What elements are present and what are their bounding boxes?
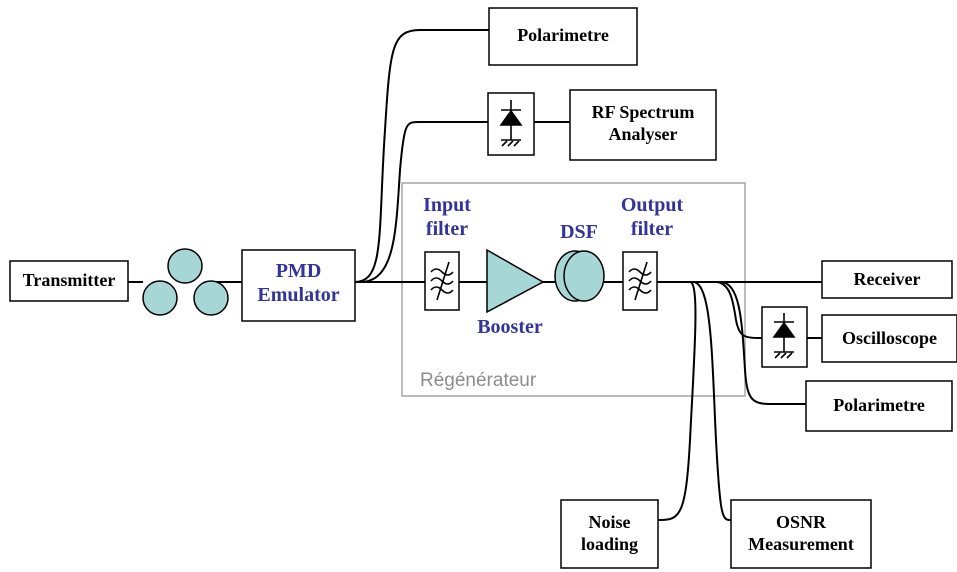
tap-to-rf: [359, 121, 488, 283]
dsf-coil-icon: [554, 250, 605, 302]
pmd-emulator-label: PMD Emulator: [257, 260, 340, 306]
instrument-boxes: [9, 7, 957, 569]
photodiode-icon: [487, 92, 535, 156]
receiver-box: [821, 260, 953, 299]
tap-to-oscilloscope: [714, 281, 762, 339]
fiber-lines: [128, 29, 822, 521]
noise-loading-label: Noise loading: [580, 512, 639, 554]
tap-to-noise: [658, 281, 697, 521]
fiber-spool-icon: [142, 248, 229, 316]
output-filter-icon: [622, 251, 658, 311]
receiver-label: Receiver: [853, 269, 921, 289]
oscilloscope-label: Oscilloscope: [842, 328, 937, 348]
osnr-box: [730, 499, 872, 569]
oscilloscope-box: [821, 314, 957, 363]
tap-to-polarimetre-top: [354, 29, 489, 283]
tap-to-osnr: [692, 281, 731, 521]
pmd-emulator-box: [241, 249, 356, 322]
output-filter-label: Output filter: [620, 194, 684, 240]
transmitter-label: Transmitter: [22, 270, 116, 290]
input-filter-icon: [424, 251, 460, 311]
noise-loading-box: [560, 499, 659, 569]
regenerator-label: Régénérateur: [420, 370, 537, 391]
polarimetre-top-box: [488, 7, 638, 66]
dsf-label: DSF: [560, 221, 598, 243]
rf-spectrum-box: [569, 89, 717, 161]
input-filter-label: Input filter: [423, 194, 471, 240]
polarimetre-right-label: Polarimetre: [833, 395, 925, 415]
tap-to-polarimetre-right: [719, 281, 806, 405]
booster-label: Booster: [477, 316, 543, 338]
osnr-label: OSNR Measurement: [748, 512, 854, 554]
polarimetre-top-label: Polarimetre: [517, 25, 609, 45]
rf-spectrum-label: RF Spectrum Analyser: [591, 102, 695, 144]
polarimetre-right-box: [805, 380, 953, 432]
photodiode-osc-icon: [761, 306, 808, 368]
booster-amplifier-icon: [486, 248, 545, 314]
transmitter-box: [9, 260, 129, 302]
regenerator-region: [401, 182, 746, 397]
